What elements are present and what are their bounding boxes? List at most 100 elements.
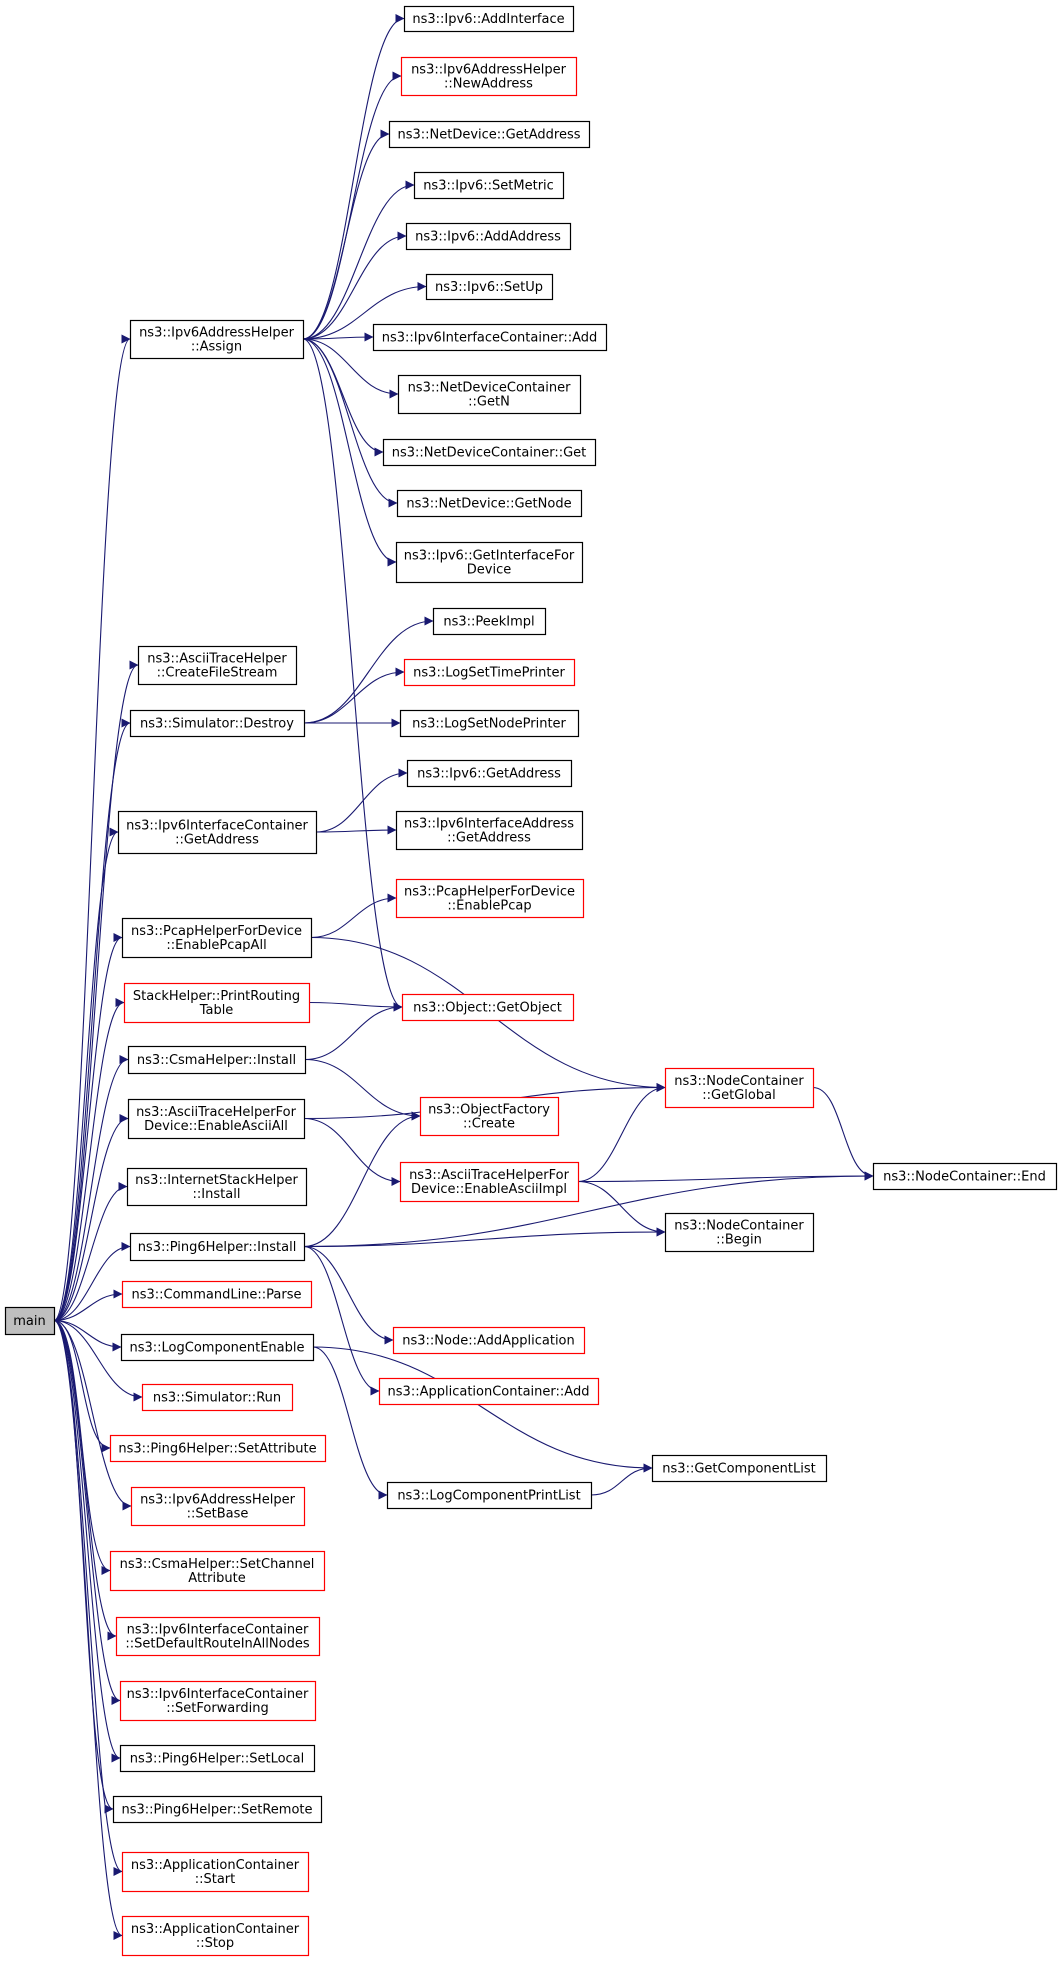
node-label-sim_run-0: ns3::Simulator::Run bbox=[153, 1391, 281, 1406]
node-logsetnodeprinter[interactable]: ns3::LogSetNodePrinter bbox=[399, 709, 580, 738]
edge-main-to-pcap_enablepcapall bbox=[53, 933, 123, 1322]
node-ipv6_setup[interactable]: ns3::Ipv6::SetUp bbox=[425, 273, 554, 301]
node-ping6_setattribute[interactable]: ns3::Ping6Helper::SetAttribute bbox=[109, 1434, 327, 1463]
node-main[interactable]: main bbox=[4, 1306, 56, 1336]
edge-main-to-ipv6ic_setforwarding bbox=[53, 1319, 121, 1705]
node-ipv6_setmetric[interactable]: ns3::Ipv6::SetMetric bbox=[413, 171, 565, 200]
node-label-internetstack_install-1: ::Install bbox=[193, 1187, 241, 1202]
node-label-nc_getglobal-1: ::GetGlobal bbox=[702, 1088, 775, 1103]
edge-main-to-ipv6ic_setdefaultroute bbox=[53, 1319, 117, 1641]
node-peekimpl[interactable]: ns3::PeekImpl bbox=[432, 607, 547, 636]
node-nc_begin[interactable]: ns3::NodeContainer::Begin bbox=[664, 1212, 815, 1253]
node-label-ping6_setattribute-0: ns3::Ping6Helper::SetAttribute bbox=[118, 1442, 316, 1457]
node-box-newaddress bbox=[400, 56, 578, 97]
node-ipv6ah_setbase[interactable]: ns3::Ipv6AddressHelper::SetBase bbox=[130, 1486, 306, 1527]
node-ping6_setlocal[interactable]: ns3::Ping6Helper::SetLocal bbox=[119, 1744, 316, 1773]
node-nc_getglobal[interactable]: ns3::NodeContainer::GetGlobal bbox=[664, 1067, 815, 1109]
node-box-getcomponentlist bbox=[651, 1454, 828, 1483]
edge-assign-to-ipv6_setup bbox=[302, 282, 427, 340]
node-box-sim_run bbox=[141, 1383, 294, 1412]
node-label-ipv6ic_setdefaultroute-0: ns3::Ipv6InterfaceContainer bbox=[127, 1623, 309, 1638]
node-label-pcap_enablepcapall-1: ::EnablePcapAll bbox=[166, 938, 266, 953]
node-box-csma_setchannelattribute bbox=[109, 1550, 326, 1592]
node-box-ascii_enableasciiall bbox=[127, 1098, 306, 1140]
node-label-appcontainer_add-0: ns3::ApplicationContainer::Add bbox=[388, 1385, 590, 1400]
node-nc_end[interactable]: ns3::NodeContainer::End bbox=[872, 1162, 1058, 1191]
node-ipv6_addinterface[interactable]: ns3::Ipv6::AddInterface bbox=[403, 5, 575, 33]
node-appcontainer_stop[interactable]: ns3::ApplicationContainer::Stop bbox=[121, 1915, 310, 1957]
node-label-appcontainer_start-0: ns3::ApplicationContainer bbox=[131, 1858, 300, 1873]
node-internetstack_install[interactable]: ns3::InternetStackHelper::Install bbox=[126, 1167, 308, 1207]
node-label-ndc_getn-0: ns3::NetDeviceContainer bbox=[408, 381, 572, 396]
node-label-netdevice_getaddress-0: ns3::NetDevice::GetAddress bbox=[397, 128, 580, 143]
node-label-csma_setchannelattribute-0: ns3::CsmaHelper::SetChannel bbox=[120, 1557, 315, 1572]
node-box-logcomponentprintlist bbox=[386, 1481, 593, 1510]
node-appcontainer_start[interactable]: ns3::ApplicationContainer::Start bbox=[121, 1851, 310, 1893]
node-ascii_enableasciiall[interactable]: ns3::AsciiTraceHelperForDevice::EnableAs… bbox=[127, 1098, 306, 1140]
node-ascii_createfilestream[interactable]: ns3::AsciiTraceHelper::CreateFileStream bbox=[137, 645, 298, 686]
node-box-ping6_setremote bbox=[112, 1795, 323, 1824]
node-label-stack_printrouting-1: Table bbox=[199, 1003, 234, 1018]
node-label-cmdline_parse-0: ns3::CommandLine::Parse bbox=[131, 1288, 301, 1303]
node-sim_run[interactable]: ns3::Simulator::Run bbox=[141, 1383, 294, 1412]
node-box-ipv6ic_setdefaultroute bbox=[115, 1616, 321, 1657]
node-label-sim_destroy-0: ns3::Simulator::Destroy bbox=[140, 717, 294, 732]
node-ipv6_addaddress[interactable]: ns3::Ipv6::AddAddress bbox=[405, 222, 572, 251]
node-label-ipv6ia_getaddress-1: ::GetAddress bbox=[447, 831, 531, 846]
node-box-internetstack_install bbox=[126, 1167, 308, 1207]
node-ascii_enableasciiimpl[interactable]: ns3::AsciiTraceHelperForDevice::EnableAs… bbox=[399, 1161, 580, 1203]
node-ipv6ic_setforwarding[interactable]: ns3::Ipv6InterfaceContainer::SetForwardi… bbox=[119, 1680, 317, 1722]
node-object_getobject[interactable]: ns3::Object::GetObject bbox=[401, 993, 575, 1022]
edges-layer bbox=[53, 14, 874, 1940]
node-box-node_addapplication bbox=[392, 1326, 586, 1355]
node-ndc_getn[interactable]: ns3::NetDeviceContainer::GetN bbox=[397, 374, 582, 415]
node-node_addapplication[interactable]: ns3::Node::AddApplication bbox=[392, 1326, 586, 1355]
node-label-main-0: main bbox=[13, 1314, 45, 1329]
node-pcap_enablepcap[interactable]: ns3::PcapHelperForDevice::EnablePcap bbox=[395, 878, 585, 919]
node-cmdline_parse[interactable]: ns3::CommandLine::Parse bbox=[121, 1280, 313, 1309]
node-label-ipv6ic_setforwarding-0: ns3::Ipv6InterfaceContainer bbox=[127, 1687, 309, 1702]
node-box-cmdline_parse bbox=[121, 1280, 313, 1309]
node-ipv6ic_setdefaultroute[interactable]: ns3::Ipv6InterfaceContainer::SetDefaultR… bbox=[115, 1616, 321, 1657]
node-csma_install[interactable]: ns3::CsmaHelper::Install bbox=[127, 1045, 307, 1075]
edge-logcomponentenable-to-logcomponentprintlist bbox=[312, 1346, 388, 1500]
node-logcomponentprintlist[interactable]: ns3::LogComponentPrintList bbox=[386, 1481, 593, 1510]
edge-assign-to-netdevice_getnode bbox=[302, 338, 398, 508]
node-label-logsetnodeprinter-0: ns3::LogSetNodePrinter bbox=[412, 717, 566, 732]
node-label-stack_printrouting-0: StackHelper::PrintRouting bbox=[133, 989, 300, 1004]
node-ipv6ic_getaddress[interactable]: ns3::Ipv6InterfaceContainer::GetAddress bbox=[117, 810, 318, 855]
node-appcontainer_add[interactable]: ns3::ApplicationContainer::Add bbox=[378, 1377, 600, 1406]
node-logsettimeprinter[interactable]: ns3::LogSetTimePrinter bbox=[403, 658, 576, 687]
node-ipv6_getaddress[interactable]: ns3::Ipv6::GetAddress bbox=[406, 759, 573, 788]
node-logcomponentenable[interactable]: ns3::LogComponentEnable bbox=[120, 1333, 315, 1362]
node-ndc_get[interactable]: ns3::NetDeviceContainer::Get bbox=[382, 438, 597, 467]
node-label-objectfactory_create-0: ns3::ObjectFactory bbox=[428, 1103, 550, 1118]
node-ping6_install[interactable]: ns3::Ping6Helper::Install bbox=[129, 1232, 306, 1262]
node-objectfactory_create[interactable]: ns3::ObjectFactory::Create bbox=[419, 1096, 560, 1137]
edge-main-to-assign bbox=[53, 334, 131, 1322]
node-ipv6ic_add[interactable]: ns3::Ipv6InterfaceContainer::Add bbox=[372, 323, 608, 352]
node-assign[interactable]: ns3::Ipv6AddressHelper::Assign bbox=[129, 319, 305, 360]
edge-logcomponentenable-to-getcomponentlist bbox=[312, 1346, 653, 1473]
edge-ipv6ic_getaddress-to-ipv6ia_getaddress bbox=[315, 825, 397, 835]
node-newaddress[interactable]: ns3::Ipv6AddressHelper::NewAddress bbox=[400, 56, 578, 97]
node-box-sim_destroy bbox=[129, 709, 306, 738]
node-netdevice_getnode[interactable]: ns3::NetDevice::GetNode bbox=[396, 489, 583, 518]
node-ipv6ia_getaddress[interactable]: ns3::Ipv6InterfaceAddress::GetAddress bbox=[395, 810, 584, 851]
node-getcomponentlist[interactable]: ns3::GetComponentList bbox=[651, 1454, 828, 1483]
node-label-netdevice_getnode-0: ns3::NetDevice::GetNode bbox=[406, 497, 571, 512]
node-label-newaddress-1: ::NewAddress bbox=[444, 77, 533, 92]
node-label-ascii_enableasciiimpl-0: ns3::AsciiTraceHelperFor bbox=[409, 1168, 570, 1183]
node-ping6_setremote[interactable]: ns3::Ping6Helper::SetRemote bbox=[112, 1795, 323, 1824]
node-label-objectfactory_create-1: ::Create bbox=[463, 1117, 515, 1132]
edge-ping6_install-to-appcontainer_add bbox=[303, 1245, 380, 1396]
node-label-object_getobject-0: ns3::Object::GetObject bbox=[413, 1001, 562, 1016]
edge-ipv6ic_getaddress-to-ipv6_getaddress bbox=[315, 768, 408, 833]
node-pcap_enablepcapall[interactable]: ns3::PcapHelperForDevice::EnablePcapAll bbox=[121, 917, 313, 959]
node-netdevice_getaddress[interactable]: ns3::NetDevice::GetAddress bbox=[388, 120, 591, 149]
node-sim_destroy[interactable]: ns3::Simulator::Destroy bbox=[129, 709, 306, 738]
edge-main-to-stack_printrouting bbox=[53, 998, 125, 1322]
